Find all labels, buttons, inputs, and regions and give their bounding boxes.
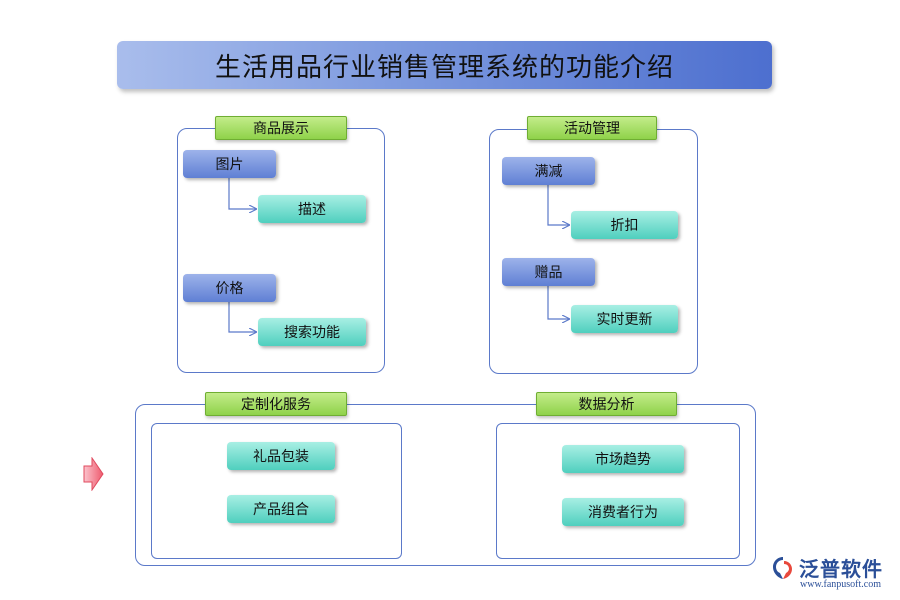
node-search-function: 搜索功能	[258, 318, 366, 346]
brand-logo: 泛普软件 www.fanpusoft.com	[770, 553, 892, 593]
section-tag-data-analysis: 数据分析	[536, 392, 677, 416]
node-price: 价格	[183, 274, 276, 302]
section-tag-activity-management: 活动管理	[527, 116, 657, 140]
brand-name: 泛普软件	[799, 557, 883, 581]
node-product-bundle: 产品组合	[227, 495, 335, 523]
section-tag-product-display: 商品展示	[215, 116, 347, 140]
node-consumer-behavior: 消费者行为	[562, 498, 684, 526]
pointer-arrow-icon	[83, 457, 104, 491]
node-market-trend: 市场趋势	[562, 445, 684, 473]
brand-logo-icon	[773, 557, 792, 579]
bottom-outer-frame	[135, 404, 756, 566]
brand-url: www.fanpusoft.com	[800, 579, 882, 590]
custom-service-frame	[151, 423, 402, 559]
node-picture: 图片	[183, 150, 276, 178]
node-description: 描述	[258, 195, 366, 223]
node-full-reduction: 满减	[502, 157, 595, 185]
node-realtime-update: 实时更新	[571, 305, 678, 333]
node-gift: 赠品	[502, 258, 595, 286]
node-discount: 折扣	[571, 211, 678, 239]
page-title: 生活用品行业销售管理系统的功能介绍	[117, 41, 772, 89]
data-analysis-frame	[496, 423, 740, 559]
section-tag-custom-service: 定制化服务	[205, 392, 347, 416]
node-gift-wrapping: 礼品包装	[227, 442, 335, 470]
